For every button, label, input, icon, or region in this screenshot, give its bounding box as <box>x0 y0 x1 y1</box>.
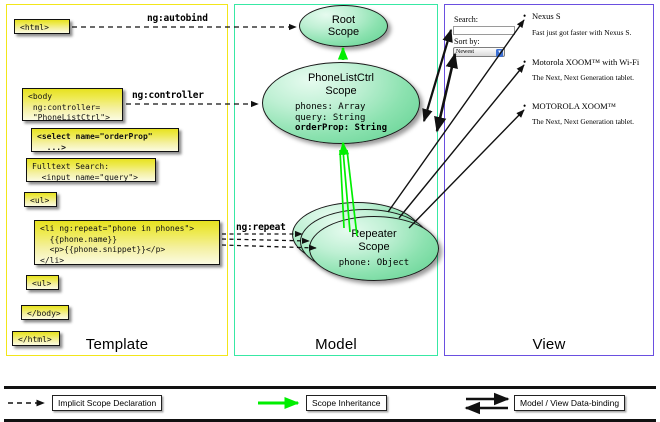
legend-item-model-view-data-binding: Model / View Data-binding <box>514 395 626 411</box>
view-phone-snippet: Fast just got faster with Nexus S. <box>532 28 632 37</box>
column-model: Model <box>234 4 438 356</box>
legend-item-implicit-scope-declaration: Implicit Scope Declaration <box>52 395 163 411</box>
legend-glyphs <box>8 392 510 415</box>
view-phone-name[interactable]: Motorola XOOM™ with Wi-Fi <box>532 57 639 67</box>
edge-label-ng-controller: ng:controller <box>132 90 204 101</box>
code-box-li-repeat: <li ng:repeat="phone in phones"> {{phone… <box>34 220 220 265</box>
code-box-ul-close: <ul> <box>26 275 59 290</box>
edge-label-ng-autobind: ng:autobind <box>147 13 208 24</box>
legend-item-scope-inheritance: Scope Inheritance <box>306 395 387 411</box>
chevron-down-icon: ▾ <box>496 49 503 57</box>
legend: Implicit Scope Declaration Scope Inherit… <box>0 386 660 422</box>
edge-label-ng-repeat: ng:repeat <box>236 222 286 233</box>
view-search-input[interactable] <box>453 26 515 35</box>
view-phone-snippet: The Next, Next Generation tablet. <box>532 73 635 82</box>
scope-repeater-props: phone: Object <box>339 258 409 269</box>
column-label-template: Template <box>85 336 149 353</box>
view-phone-item: MOTOROLA XOOM™ <box>532 101 616 111</box>
view-phone-item: Nexus S <box>532 11 561 21</box>
legend-rule-bottom <box>4 419 656 422</box>
scope-prop-query: query: String <box>294 112 366 123</box>
view-sort-label: Sort by: <box>454 37 480 46</box>
code-box-html-open: <html> <box>14 19 70 34</box>
view-sort-select[interactable]: Newest ▾ <box>453 47 505 57</box>
code-box-ul-open: <ul> <box>24 192 57 207</box>
code-box-html-close: </html> <box>12 331 60 346</box>
code-box-body-open: <body ng:controller= "PhoneListCtrl"> <box>22 88 123 122</box>
view-phone-snippet: The Next, Next Generation tablet. <box>532 117 635 126</box>
code-box-select-orderprop: <select name="orderProp" ...> <box>31 128 179 152</box>
view-search-label: Search: <box>454 15 478 24</box>
code-box-fulltext-search: Fulltext Search: <input name="query"> <box>26 158 156 182</box>
view-phone-item: Motorola XOOM™ with Wi-Fi <box>532 57 639 67</box>
code-box-body-close: </body> <box>21 305 69 320</box>
legend-rule-top <box>4 386 656 389</box>
view-sort-selected-value: Newest <box>456 49 474 55</box>
scope-prop-phone: phone: Object <box>338 258 410 268</box>
view-phone-name[interactable]: Nexus S <box>532 11 561 21</box>
view-phone-name[interactable]: MOTOROLA XOOM™ <box>532 101 616 111</box>
scope-prop-orderprop: orderProp: String <box>294 123 388 134</box>
scope-phonelistctrl-props: phones: Array query: String orderProp: S… <box>295 102 387 134</box>
scope-prop-phones: phones: Array <box>294 101 366 112</box>
column-label-model: Model <box>315 336 357 353</box>
column-label-view: View <box>532 336 566 353</box>
